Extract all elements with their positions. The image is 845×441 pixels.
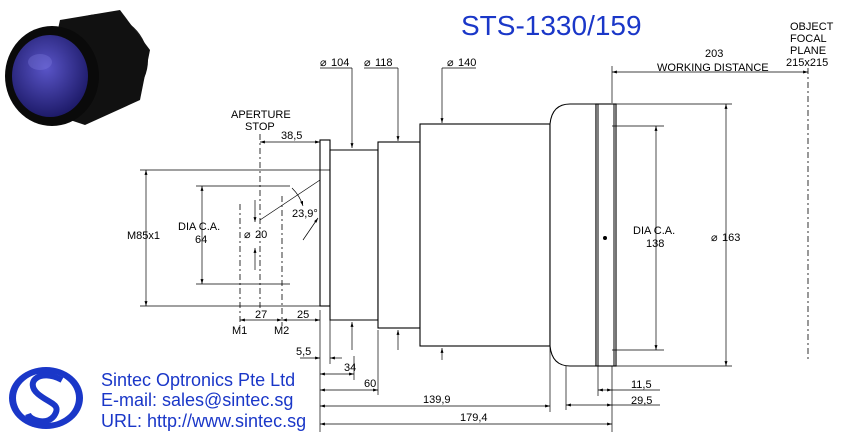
aperture-dist: 38,5: [281, 130, 302, 142]
dim-11-5: 11,5: [631, 379, 652, 391]
svg-text:⌀: ⌀: [711, 232, 718, 244]
lens-body: [319, 103, 617, 367]
dim-27: 27: [255, 309, 267, 321]
company-logo: [9, 367, 83, 429]
dim-60: 60: [364, 378, 376, 390]
dim-179-4: 179,4: [460, 412, 488, 424]
object-plane-line1: OBJECT: [790, 21, 834, 33]
d20-value: 20: [255, 229, 267, 241]
aperture-line2: STOP: [245, 121, 275, 133]
lens-photo: [5, 10, 150, 126]
svg-text:⌀: ⌀: [364, 57, 371, 69]
dim-25: 25: [297, 309, 309, 321]
dia-ca-left-label: DIA C.A.: [178, 221, 220, 233]
aperture-line1: APERTURE: [231, 109, 291, 121]
dia-ca-right-label: DIA C.A.: [633, 225, 675, 237]
d118-value: 118: [375, 57, 393, 69]
object-plane-size: 215x215: [786, 57, 828, 69]
object-plane-line2: FOCAL: [790, 33, 827, 45]
m2-label: M2: [274, 325, 289, 337]
working-distance-label: WORKING DISTANCE: [657, 62, 769, 74]
dim-5-5: 5,5: [296, 346, 311, 358]
d104-sym: ⌀: [320, 57, 327, 69]
field-angle: 23,9°: [292, 208, 318, 220]
mount-thread: M85x1: [127, 230, 160, 242]
d104-value: 104: [331, 57, 349, 69]
dia-ca-left-value: 64: [195, 234, 207, 246]
d163-value: 163: [722, 232, 740, 244]
dim-34: 34: [344, 362, 356, 374]
model-title: STS-1330/159: [461, 10, 642, 41]
dim-29-5: 29,5: [631, 395, 652, 407]
company-name: Sintec Optronics Pte Ltd: [101, 370, 295, 390]
svg-text:⌀: ⌀: [447, 57, 454, 69]
object-plane-line3: PLANE: [790, 45, 826, 57]
company-email: E-mail: sales@sintec.sg: [101, 390, 293, 410]
company-url: URL: http://www.sintec.sg: [101, 411, 306, 431]
dia-ca-right-value: 138: [646, 238, 664, 250]
m1-label: M1: [232, 325, 247, 337]
working-distance-value: 203: [705, 48, 723, 60]
dim-139-9: 139,9: [423, 394, 451, 406]
svg-text:⌀: ⌀: [244, 229, 251, 241]
d140-value: 140: [458, 57, 476, 69]
